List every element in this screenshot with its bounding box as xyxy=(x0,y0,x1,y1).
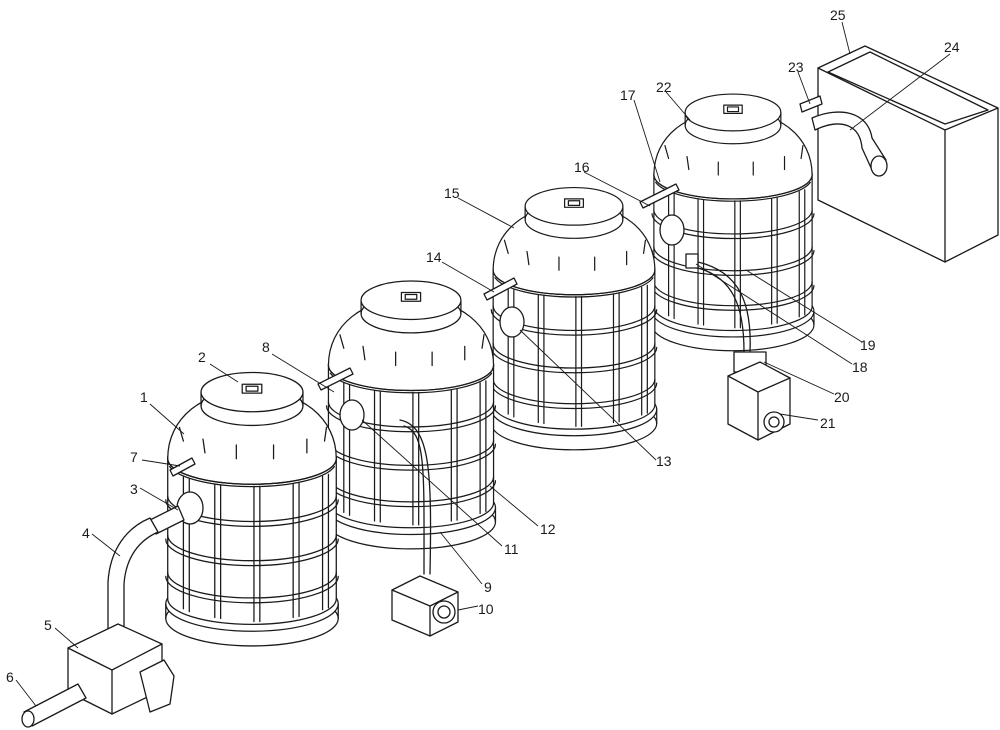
water-pipe xyxy=(799,95,888,177)
label-14: 14 xyxy=(426,249,442,265)
connectors xyxy=(169,183,685,477)
leader-lines xyxy=(15,21,951,707)
label-19: 19 xyxy=(860,337,876,353)
label-7: 7 xyxy=(130,449,138,465)
label-16: 16 xyxy=(574,159,590,175)
label-23: 23 xyxy=(788,59,804,75)
label-6: 6 xyxy=(6,669,14,685)
label-9: 9 xyxy=(484,579,492,595)
label-13: 13 xyxy=(656,453,672,469)
label-25: 25 xyxy=(830,7,846,23)
water-box xyxy=(817,45,999,263)
label-5: 5 xyxy=(44,617,52,633)
label-2: 2 xyxy=(198,349,206,365)
part-labels: 1 2 3 4 5 6 7 8 9 10 11 12 13 14 15 16 1… xyxy=(6,7,960,685)
label-12: 12 xyxy=(540,521,556,537)
label-24: 24 xyxy=(944,39,960,55)
inlet-assembly xyxy=(21,491,204,728)
label-4: 4 xyxy=(82,525,90,541)
pump-left xyxy=(391,419,459,637)
label-18: 18 xyxy=(852,359,868,375)
label-21: 21 xyxy=(820,415,836,431)
label-3: 3 xyxy=(130,481,138,497)
label-22: 22 xyxy=(656,79,672,95)
label-17: 17 xyxy=(620,87,636,103)
label-15: 15 xyxy=(444,185,460,201)
label-10: 10 xyxy=(478,601,494,617)
label-8: 8 xyxy=(262,339,270,355)
pump-right xyxy=(685,253,791,441)
label-1: 1 xyxy=(140,389,148,405)
label-11: 11 xyxy=(504,541,519,557)
label-20: 20 xyxy=(834,389,850,405)
